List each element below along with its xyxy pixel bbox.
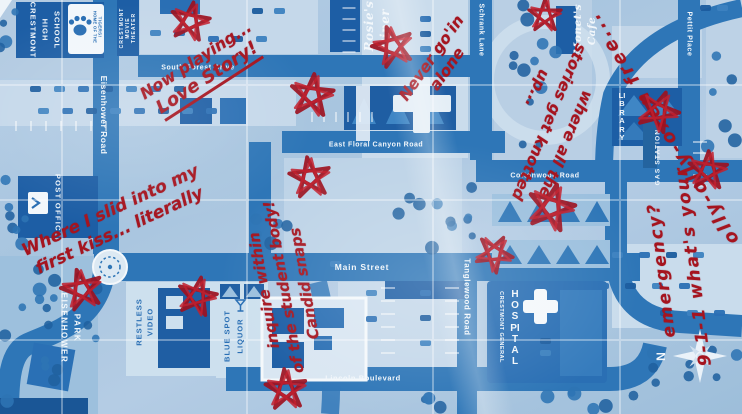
- hospital-label-line2: HOSPITAL: [510, 288, 520, 367]
- library-label: LIBRARY: [618, 90, 626, 142]
- street-label-main-street: Main Street: [334, 262, 390, 272]
- liquor-store: [220, 284, 264, 312]
- post-office-building: [18, 176, 98, 238]
- hospital-cross-icon: [523, 289, 558, 324]
- compass-rose: [673, 329, 727, 383]
- hospital-building: [487, 281, 607, 383]
- street-label-eisenhower-road: Eisenhower Road: [99, 75, 109, 155]
- street-label-pettit-place: Pettit Place: [685, 11, 693, 57]
- diner-label-line1: Rosie's: [362, 0, 376, 52]
- tiger-paw-icon: [68, 15, 92, 36]
- school-name-line2: HIGH: [40, 18, 50, 42]
- restless-video-store: [158, 288, 210, 368]
- street-label-south-forest-drive: South Forest Drive: [161, 64, 235, 72]
- liquor-label-line2: LIQUOR: [235, 318, 245, 354]
- movie-theater-building: [117, 0, 139, 56]
- rosies-diner-building: [330, 0, 360, 52]
- martini-icon: [234, 299, 247, 312]
- pond: [0, 398, 88, 414]
- road-northeast-curve: [595, 0, 742, 172]
- street-label-tanglewood-road: Tanglewood Road: [462, 258, 472, 336]
- school-name-line1: CRESTMONT: [28, 1, 38, 59]
- white-outline-building: [260, 296, 368, 382]
- park-label-line2: PARK: [72, 313, 82, 343]
- street-label-cottonwood-road: Cottonwood Road: [510, 172, 580, 180]
- fountain-roundabout: [92, 249, 128, 285]
- park-stage: [26, 342, 76, 392]
- street-label-east-floral-canyon: East Floral Canyon Road: [328, 141, 424, 149]
- park-label-line1: EISENHOWER: [59, 292, 69, 364]
- buildings-layer: [0, 0, 682, 414]
- video-label-line2: VIDEO: [145, 307, 155, 337]
- video-label-line1: RESTLESS: [134, 298, 144, 346]
- theater-label-line3: THEATER: [131, 12, 137, 44]
- street-label-lincoln-boulevard: Lincoln Boulevard: [325, 373, 401, 383]
- white-plus-building: [393, 77, 451, 133]
- liquor-label-line1: BLUE SPOT: [222, 310, 232, 362]
- school-name-line3: SCHOOL: [52, 10, 62, 50]
- diner-label-line2: Diner: [378, 8, 392, 50]
- hospital-label-line1: CRESTMONT GENERAL: [498, 291, 504, 363]
- paper-corner: [0, 0, 12, 18]
- school-motto-line2: TIGERS!: [97, 16, 103, 38]
